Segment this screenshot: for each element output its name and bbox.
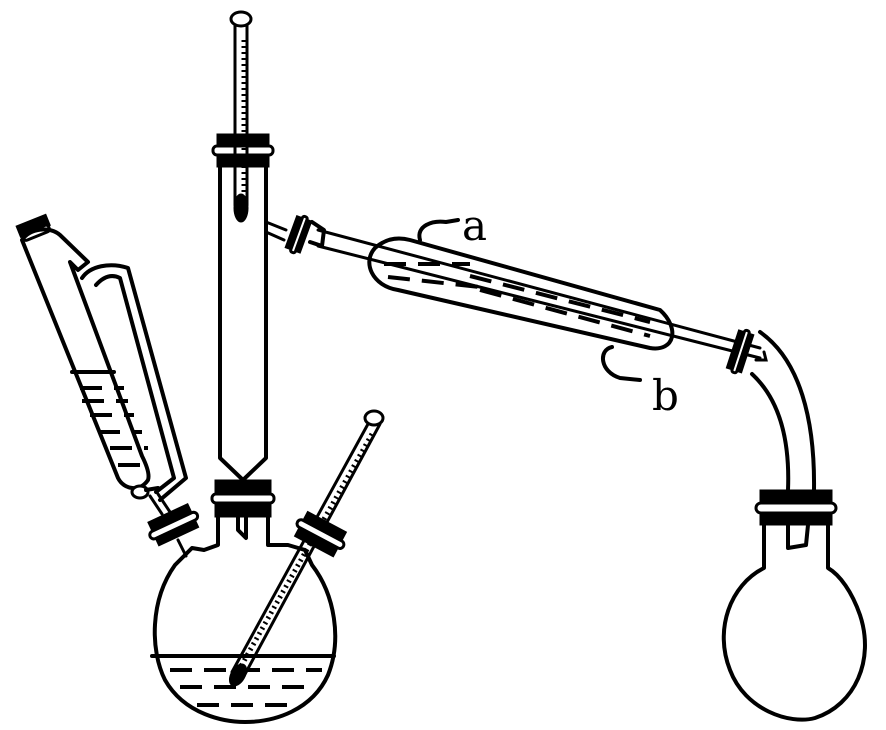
center-joint	[210, 479, 276, 540]
column-thermometer	[229, 10, 253, 223]
flask-thermometer	[228, 409, 385, 687]
receiving-flask	[721, 489, 867, 722]
adapter	[725, 328, 817, 492]
label-a: a	[462, 201, 487, 250]
fractionating-column	[211, 133, 288, 482]
dropping-funnel	[15, 213, 200, 558]
condenser	[284, 214, 762, 382]
label-b: b	[652, 371, 679, 420]
